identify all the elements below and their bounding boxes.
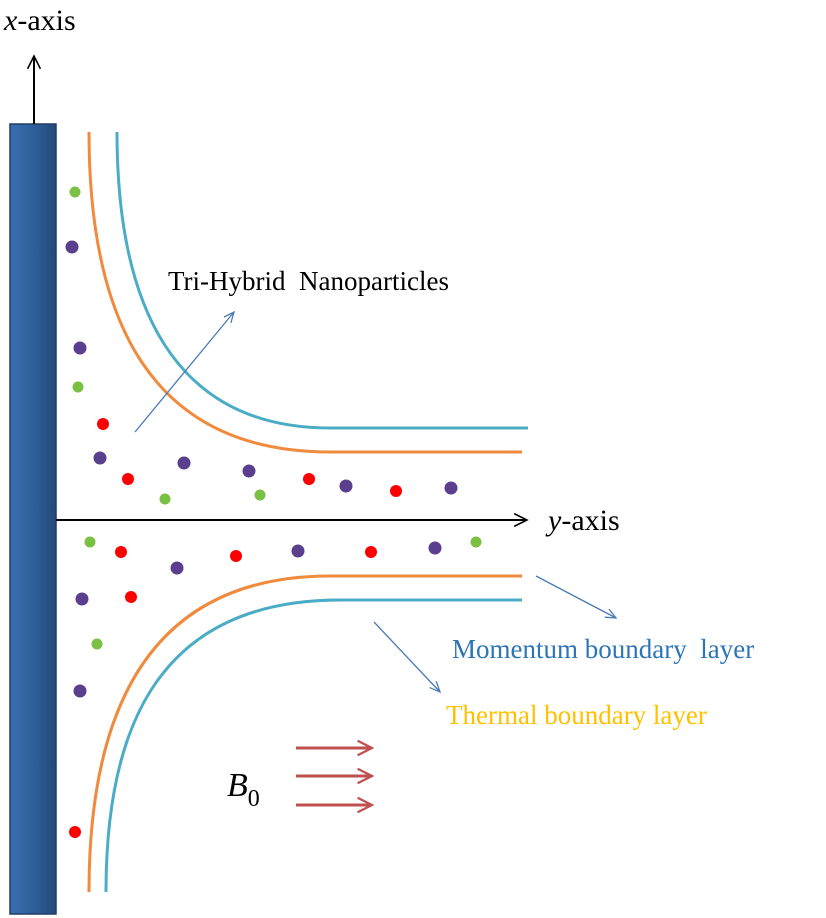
nanoparticle-green xyxy=(470,536,482,548)
thermal-boundary-curve-upper xyxy=(87,131,522,454)
nanoparticles-label: Tri-Hybrid Nanoparticles xyxy=(168,266,449,296)
nanoparticle-purple xyxy=(177,456,191,470)
field-symbol: B xyxy=(227,767,248,804)
momentum-leader-arrow xyxy=(535,575,616,618)
nanoparticle-purple xyxy=(75,592,89,606)
stretching-plate xyxy=(9,123,57,915)
nanoparticle-green xyxy=(91,638,103,650)
nanoparticle-green xyxy=(72,381,84,393)
nanoparticle-green xyxy=(84,536,96,548)
nanoparticle-red xyxy=(125,591,137,603)
nanoparticle-dots xyxy=(65,186,482,838)
y-axis-suffix: -axis xyxy=(561,504,619,537)
thermal-leader-arrow xyxy=(373,621,440,692)
nanoparticle-red xyxy=(69,826,81,838)
momentum-layer-label: Momentum boundary layer xyxy=(452,634,754,664)
nanoparticle-purple xyxy=(339,479,353,493)
nanoparticle-green xyxy=(254,489,266,501)
nanoparticle-red xyxy=(122,473,134,485)
nanoparticles-leader-arrow xyxy=(134,312,234,433)
x-axis-var: x xyxy=(3,4,18,37)
nanoparticle-purple xyxy=(65,240,79,254)
thermal-boundary-curve-lower xyxy=(87,574,522,893)
nanoparticle-red xyxy=(230,550,242,562)
nanoparticle-purple xyxy=(428,541,442,555)
nanoparticle-purple xyxy=(170,561,184,575)
field-subscript: 0 xyxy=(248,786,260,812)
nanoparticle-red xyxy=(303,473,315,485)
momentum-boundary-curve-upper xyxy=(115,131,528,430)
y-axis-label: y-axis xyxy=(545,504,620,537)
nanoparticle-green xyxy=(159,493,171,505)
y-axis-var: y xyxy=(545,504,562,537)
nanoparticle-purple xyxy=(291,544,305,558)
nanoparticle-green xyxy=(69,186,81,198)
nanoparticle-purple xyxy=(73,684,87,698)
thermal-layer-label: Thermal boundary layer xyxy=(446,700,707,730)
magnetic-field-arrows xyxy=(296,748,372,805)
nanoparticle-purple xyxy=(93,451,107,465)
nanoparticle-red xyxy=(97,418,109,430)
nanoparticle-red xyxy=(390,485,402,497)
nanoparticle-red xyxy=(365,546,377,558)
magnetic-field-label: B0 xyxy=(227,767,260,812)
nanoparticle-purple xyxy=(242,464,256,478)
nanoparticle-purple xyxy=(73,341,87,355)
nanoparticle-red xyxy=(115,546,127,558)
nanoparticle-purple xyxy=(444,481,458,495)
x-axis-label: x-axis xyxy=(3,4,76,37)
momentum-boundary-curve-lower xyxy=(104,598,522,893)
x-axis-suffix: -axis xyxy=(17,4,75,37)
